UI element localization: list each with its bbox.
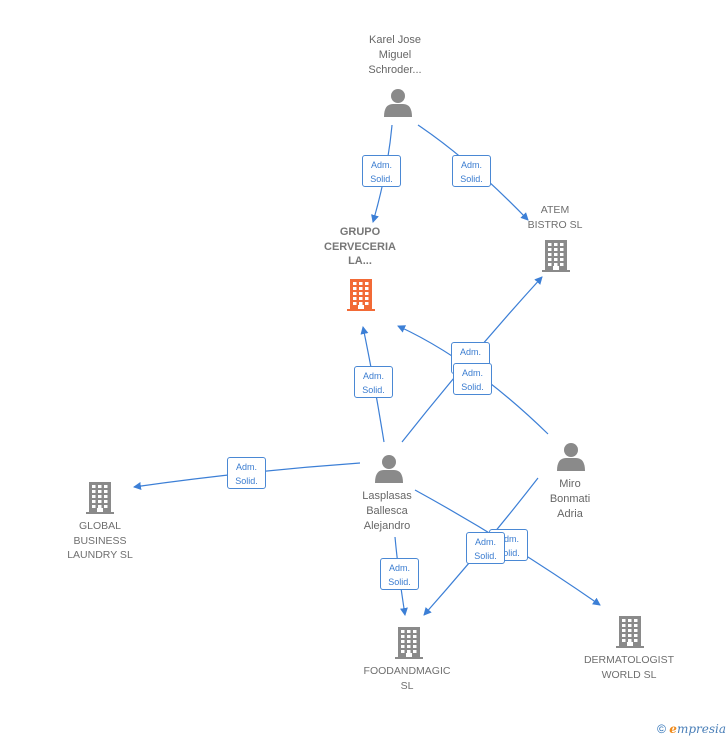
edge-label-lasplasas-grupo[interactable]: Adm. Solid. bbox=[354, 366, 393, 398]
person-icon-miro[interactable] bbox=[557, 443, 585, 471]
person-icon-karel[interactable] bbox=[384, 89, 412, 117]
node-label-foodandmagic[interactable]: FOODANDMAGIC SL bbox=[363, 665, 451, 692]
edge-label-lasplasas-foodandmagic[interactable]: Adm. Solid. bbox=[380, 558, 419, 590]
footer-brand: © empresia bbox=[657, 722, 726, 736]
node-label-miro[interactable]: Miro Bonmati Adria bbox=[549, 478, 591, 520]
node-label-lasplasas[interactable]: Lasplasas Ballesca Alejandro bbox=[362, 490, 412, 532]
person-icon-lasplasas[interactable] bbox=[375, 455, 403, 483]
building-icon-global[interactable] bbox=[86, 482, 114, 514]
node-label-karel[interactable]: Karel Jose Miguel Schroder... bbox=[368, 34, 422, 76]
edge-label-karel-grupo[interactable]: Adm. Solid. bbox=[362, 155, 401, 187]
building-icon-grupo[interactable] bbox=[347, 279, 375, 311]
node-label-global[interactable]: GLOBAL BUSINESS LAUNDRY SL bbox=[67, 520, 133, 561]
node-label-grupo[interactable]: GRUPO CERVECERIA LA... bbox=[324, 226, 396, 267]
edge-label-lasplasas-global[interactable]: Adm. Solid. bbox=[227, 457, 266, 489]
edge-label-karel-atem[interactable]: Adm. Solid. bbox=[452, 155, 491, 187]
edge-label-miro-grupo[interactable]: Adm. Solid. bbox=[453, 363, 492, 395]
node-label-atem[interactable]: ATEM BISTRO SL bbox=[527, 204, 583, 231]
copyright-symbol: © bbox=[657, 722, 666, 736]
node-label-dermatologist[interactable]: DERMATOLOGIST WORLD SL bbox=[583, 654, 675, 681]
building-icon-foodandmagic[interactable] bbox=[395, 627, 423, 659]
building-icon-dermatologist[interactable] bbox=[616, 616, 644, 648]
brand-logo: empresia bbox=[669, 722, 726, 736]
edge-label-miro-foodandmagic[interactable]: Adm. Solid. bbox=[466, 532, 505, 564]
building-icon-atem[interactable] bbox=[542, 240, 570, 272]
